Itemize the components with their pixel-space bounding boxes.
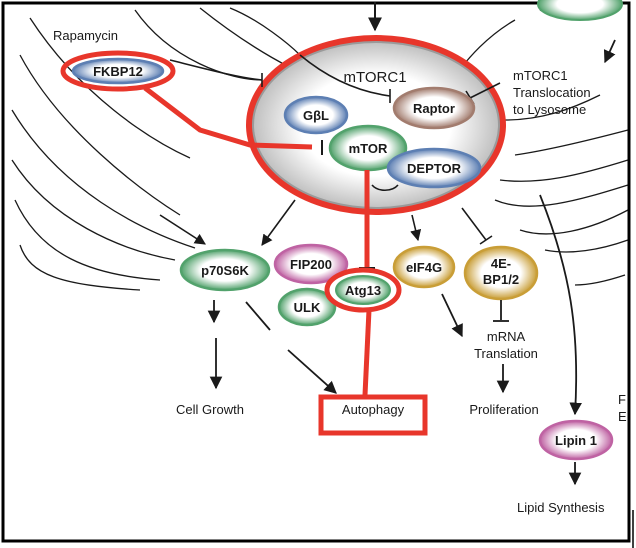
svg-text:mRNA: mRNA	[487, 329, 526, 344]
downstream-arrows	[207, 194, 582, 486]
proliferation-label: Proliferation	[469, 402, 538, 417]
effector-arrows	[159, 184, 493, 246]
svg-text:mTORC1: mTORC1	[513, 68, 568, 83]
node-fkbp12: FKBP12	[60, 50, 176, 92]
fkbp12-label: FKBP12	[93, 64, 143, 79]
cell-growth-label: Cell Growth	[176, 402, 244, 417]
rapamycin-label: Rapamycin	[53, 28, 118, 43]
raptor-label: Raptor	[413, 101, 455, 116]
node-raptor: Raptor	[392, 86, 476, 130]
diagram-frame	[1, 1, 631, 543]
gbl-label: GβL	[303, 108, 329, 123]
node-fip200: FIP200	[273, 243, 349, 285]
ulk-label: ULK	[294, 300, 321, 315]
atg13-autophagy-highlight	[362, 309, 372, 396]
lipid-synthesis-label: Lipid Synthesis	[517, 500, 605, 515]
autophagy-box: Autophagy	[318, 394, 428, 436]
lipin1-label: Lipin 1	[555, 433, 597, 448]
offscreen-node	[537, 0, 623, 21]
node-mtor: mTOR	[328, 124, 408, 172]
svg-text:Translocation: Translocation	[513, 85, 591, 100]
svg-text:to Lysosome: to Lysosome	[513, 102, 586, 117]
complex-label: mTORC1	[343, 69, 406, 86]
node-p70s6k: p70S6K	[179, 248, 271, 292]
p70s6k-label: p70S6K	[201, 263, 249, 278]
translocation-label: mTORC1 Translocation to Lysosome	[513, 68, 591, 117]
complex-highlight-ring	[246, 35, 506, 215]
fip200-label: FIP200	[290, 257, 332, 272]
edge-fragment-1: F	[618, 392, 626, 407]
autophagy-label: Autophagy	[342, 402, 405, 417]
edge-fragment-2: E	[618, 409, 627, 424]
node-gbl: GβL	[283, 95, 349, 135]
node-atg13: Atg13	[324, 267, 402, 313]
4ebp-label-line1: 4E-	[491, 256, 511, 271]
mtor-label: mTOR	[349, 141, 388, 156]
inhibition-lines	[169, 54, 501, 105]
svg-text:Translation: Translation	[474, 346, 538, 361]
atg13-label: Atg13	[345, 283, 381, 298]
eif4g-label: eIF4G	[406, 260, 442, 275]
4ebp-label-line2: BP1/2	[483, 272, 519, 287]
fkbp12-highlight-connector	[143, 86, 313, 150]
node-deptor: DEPTOR	[386, 147, 482, 189]
node-eif4g: eIF4G	[392, 245, 456, 289]
arrow-translocation	[603, 39, 616, 64]
mtorc1-complex: mTORC1	[246, 35, 506, 215]
node-lipin1: Lipin 1	[538, 419, 614, 461]
node-4ebp12: 4E- BP1/2	[463, 245, 539, 301]
node-ulk: ULK	[277, 287, 337, 327]
deptor-label: DEPTOR	[407, 161, 462, 176]
mrna-translation-label: mRNA Translation	[474, 329, 538, 361]
